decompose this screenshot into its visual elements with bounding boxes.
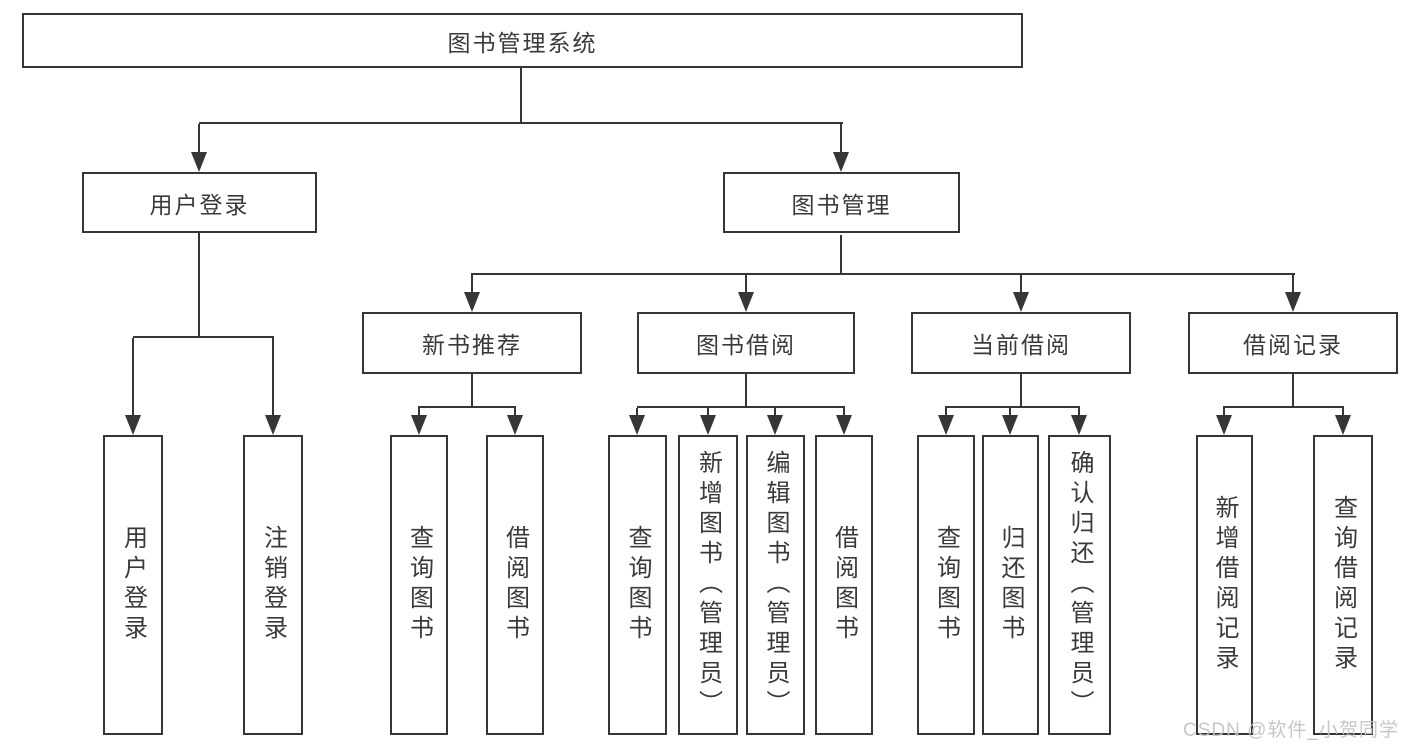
arrow-down-icon [1285,292,1301,312]
connector-line [1292,275,1294,292]
connector-line [418,408,420,415]
node-login: 用户登录 [103,435,163,735]
node-query-books-borrowing: 查询图书 [608,435,667,735]
node-return-books: 归还图书 [982,435,1039,735]
connector-line [636,408,638,415]
connector-line [199,122,843,124]
connector-line [1020,374,1022,406]
connector-line [133,336,274,338]
connector-line [198,124,200,152]
node-add-books-admin: 新增图书（管理员） [678,435,738,735]
arrow-down-icon [1216,415,1232,435]
connector-line [1078,408,1080,415]
arrow-down-icon [938,415,954,435]
node-query-books-current: 查询图书 [917,435,975,735]
connector-line [840,124,842,152]
arrow-down-icon [1002,415,1018,435]
arrow-down-icon [833,152,849,172]
arrow-down-icon [738,292,754,312]
connector-line [1223,408,1225,415]
connector-line [945,406,1080,408]
arrow-down-icon [1071,415,1087,435]
arrow-down-icon [411,415,427,435]
connector-line [1292,374,1294,406]
connector-line [707,408,709,415]
node-query-borrow-record: 查询借阅记录 [1313,435,1373,735]
connector-line [840,235,842,273]
arrow-down-icon [125,415,141,435]
node-borrowing-records: 借阅记录 [1188,312,1398,374]
arrow-down-icon [191,152,207,172]
node-user-login: 用户登录 [82,172,317,233]
node-book-borrowing: 图书借阅 [637,312,855,374]
connector-line [1009,408,1011,415]
arrow-down-icon [1335,415,1351,435]
arrow-down-icon [767,415,783,435]
connector-line [198,233,200,336]
node-current-borrowing: 当前借阅 [911,312,1131,374]
connector-line [1342,408,1344,415]
connector-line [520,68,522,122]
connector-line [745,275,747,292]
arrow-down-icon [1013,292,1029,312]
arrow-down-icon [629,415,645,435]
arrow-down-icon [507,415,523,435]
node-new-book-recommend: 新书推荐 [362,312,582,374]
node-edit-books-admin: 编辑图书（管理员） [746,435,805,735]
node-borrow-books-borrowing: 借阅图书 [815,435,873,735]
connector-line [637,406,845,408]
node-add-borrow-record: 新增借阅记录 [1196,435,1253,735]
connector-line [774,408,776,415]
connector-line [471,374,473,406]
connector-line [1020,275,1022,292]
node-confirm-return-admin: 确认归还（管理员） [1048,435,1111,735]
connector-line [471,273,1295,275]
connector-line [272,338,274,415]
arrow-down-icon [464,292,480,312]
connector-line [418,406,516,408]
connector-line [132,338,134,415]
csdn-watermark: CSDN @软件_小贺同学 [1183,720,1399,741]
node-logout: 注销登录 [243,435,303,735]
arrow-down-icon [700,415,716,435]
connector-line [471,275,473,292]
node-library-system: 图书管理系统 [22,13,1023,68]
connector-line [945,408,947,415]
node-query-books-recommend: 查询图书 [390,435,448,735]
node-book-management: 图书管理 [723,172,960,233]
arrow-down-icon [265,415,281,435]
connector-line [843,408,845,415]
connector-line [514,408,516,415]
connector-line [745,374,747,406]
arrow-down-icon [836,415,852,435]
connector-line [1223,406,1344,408]
node-borrow-books-recommend: 借阅图书 [486,435,544,735]
